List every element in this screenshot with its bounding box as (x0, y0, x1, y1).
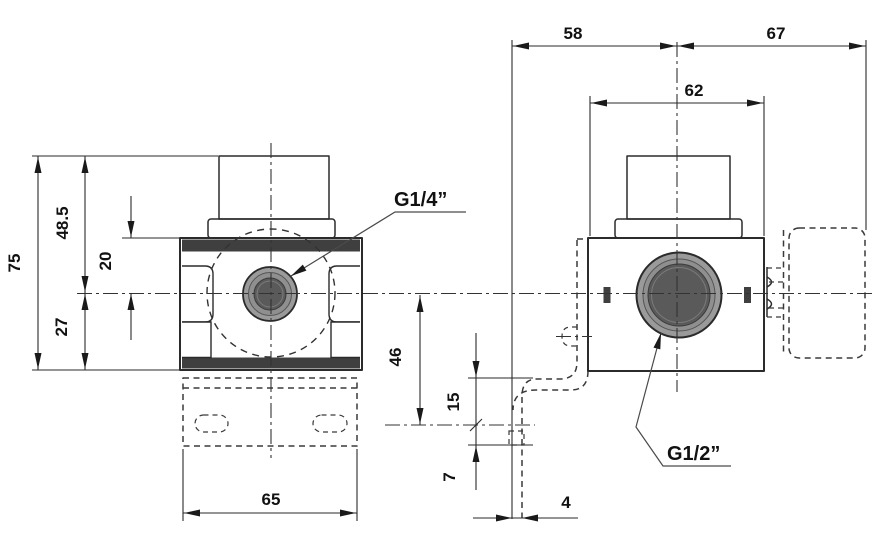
connector-hidden-edges (767, 267, 783, 318)
dim-value: 20 (96, 252, 115, 271)
front-right-lower-window (330, 321, 360, 359)
bracket-slot-left (194, 414, 229, 433)
arrowhead-right (747, 99, 763, 107)
dimension-58: 58 (512, 24, 677, 50)
port-label-g14: G1/4” (290, 189, 466, 277)
bracket-slot-right (312, 414, 348, 433)
arrowhead-up (81, 157, 89, 173)
front-left-lower-window (182, 321, 212, 359)
arrowhead-down (416, 408, 424, 424)
ext-width-62 (589, 96, 765, 236)
dim-value: 15 (444, 393, 463, 412)
dimension-27: 27 (52, 294, 89, 369)
dimension-20: 20 (96, 196, 135, 340)
arrowhead-up (81, 294, 89, 310)
leader-arrowhead (291, 264, 307, 276)
side-port-marker-left (603, 287, 611, 303)
dimension-7: 7 (440, 446, 480, 482)
side-knob-base (614, 218, 743, 239)
leader-line (290, 211, 466, 277)
arrowhead-left (513, 42, 529, 50)
dim-value: 48.5 (53, 206, 72, 239)
arrowhead-left (522, 514, 538, 522)
bracket-outline (182, 377, 358, 447)
side-knob-cap (626, 155, 731, 220)
dim-value: 7 (440, 472, 459, 481)
port-label-g12: G1/2” (635, 332, 731, 467)
arrowhead-up (472, 446, 480, 462)
oblique-tick (469, 418, 483, 432)
leader-arrowhead (653, 333, 661, 350)
front-knob-cap (218, 155, 330, 220)
dim-value: 75 (5, 254, 24, 273)
leader-line (635, 332, 731, 467)
arrowhead-down (127, 221, 135, 237)
dimension-67: 67 (677, 24, 866, 50)
dimension-65: 65 (183, 490, 357, 517)
side-port-bore (647, 263, 711, 327)
arrowhead-down (81, 276, 89, 292)
arrowhead-right (849, 42, 865, 50)
arrowhead-right (660, 42, 676, 50)
front-mounting-bracket-hidden (182, 377, 358, 447)
side-port-marker-right (744, 287, 751, 303)
arrowhead-right (340, 509, 356, 517)
dim-value: 65 (262, 490, 281, 509)
arrowhead-left (678, 42, 694, 50)
arrowhead-right (496, 514, 512, 522)
front-port-bore-chamfer (256, 280, 284, 308)
bracket-inner-face (521, 240, 578, 519)
centerlines (77, 42, 872, 458)
dimension-15: 15 (444, 333, 483, 490)
ext-bracket-levels (468, 377, 533, 446)
arrowhead-up (416, 296, 424, 312)
dimension-75: 75 (5, 156, 42, 370)
dim-value: 58 (564, 24, 583, 43)
side-body (587, 237, 765, 372)
dimension-4: 4 (473, 493, 578, 522)
side-view (508, 155, 866, 519)
arrowhead-down (81, 353, 89, 369)
port-size-label: G1/2” (667, 443, 720, 465)
arrowhead-down (34, 353, 42, 369)
dimension-48-5: 48.5 (53, 156, 89, 370)
extension-lines (32, 40, 867, 521)
front-body-top-panel (182, 239, 360, 252)
arrowhead-left (591, 99, 607, 107)
dim-value: 67 (767, 24, 786, 43)
dim-value: 62 (685, 81, 704, 100)
dimension-46: 46 (386, 295, 424, 425)
arrowhead-up (127, 294, 135, 310)
dim-value: 27 (52, 318, 71, 337)
bracket-outer-face (512, 370, 589, 411)
dim-value: 4 (561, 493, 571, 512)
port-size-label: G1/4” (394, 189, 447, 211)
arrowhead-left (184, 509, 200, 517)
side-mounting-bracket-hidden (508, 238, 589, 519)
ext-width-65 (182, 449, 358, 521)
dimension-62: 62 (590, 81, 764, 107)
dim-value: 46 (386, 348, 405, 367)
side-port-bore-chamfer (651, 267, 707, 323)
arrowhead-up (34, 157, 42, 173)
arrowhead-down (472, 361, 480, 377)
